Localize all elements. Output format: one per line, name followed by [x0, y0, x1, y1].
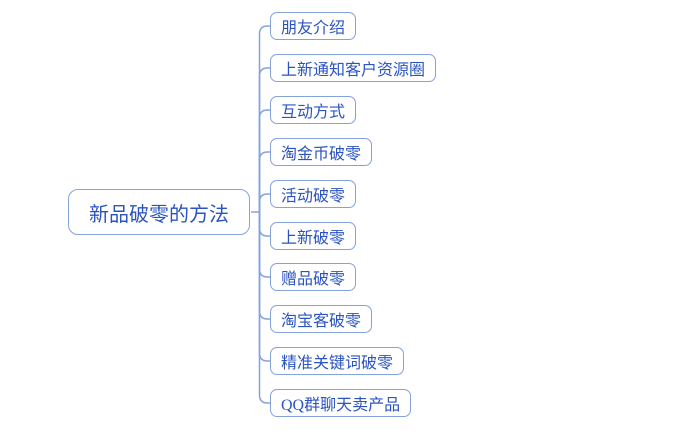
connector-group — [251, 25, 270, 404]
connector-branch-8 — [258, 212, 270, 320]
topic-node-new-arrival-notify[interactable]: 上新通知客户资源圈 — [270, 54, 437, 82]
topic-node-taojinbi[interactable]: 淘金币破零 — [270, 138, 373, 166]
connector-branch-3 — [258, 109, 270, 212]
topic-node-interaction[interactable]: 互动方式 — [270, 96, 357, 124]
topic-node-friend-intro[interactable]: 朋友介绍 — [270, 12, 357, 40]
topic-node-activity[interactable]: 活动破零 — [270, 180, 357, 208]
connector-branch-10 — [258, 212, 270, 404]
connector-branch-4 — [258, 151, 270, 212]
topic-node-free-gift[interactable]: 赠品破零 — [270, 263, 357, 291]
topic-node-taobaoke[interactable]: 淘宝客破零 — [270, 305, 373, 333]
connector-branch-5 — [258, 193, 270, 212]
connector-branch-2 — [258, 67, 270, 212]
connector-branch-7 — [258, 212, 270, 278]
connector-branch-6 — [258, 212, 270, 237]
connector-branch-1 — [258, 25, 270, 212]
topic-node-new-arrival[interactable]: 上新破零 — [270, 222, 357, 250]
topic-node-precise-keyword[interactable]: 精准关键词破零 — [270, 347, 405, 375]
root-topic-node[interactable]: 新品破零的方法 — [68, 189, 250, 235]
topic-node-qq-group[interactable]: QQ群聊天卖产品 — [270, 389, 412, 417]
